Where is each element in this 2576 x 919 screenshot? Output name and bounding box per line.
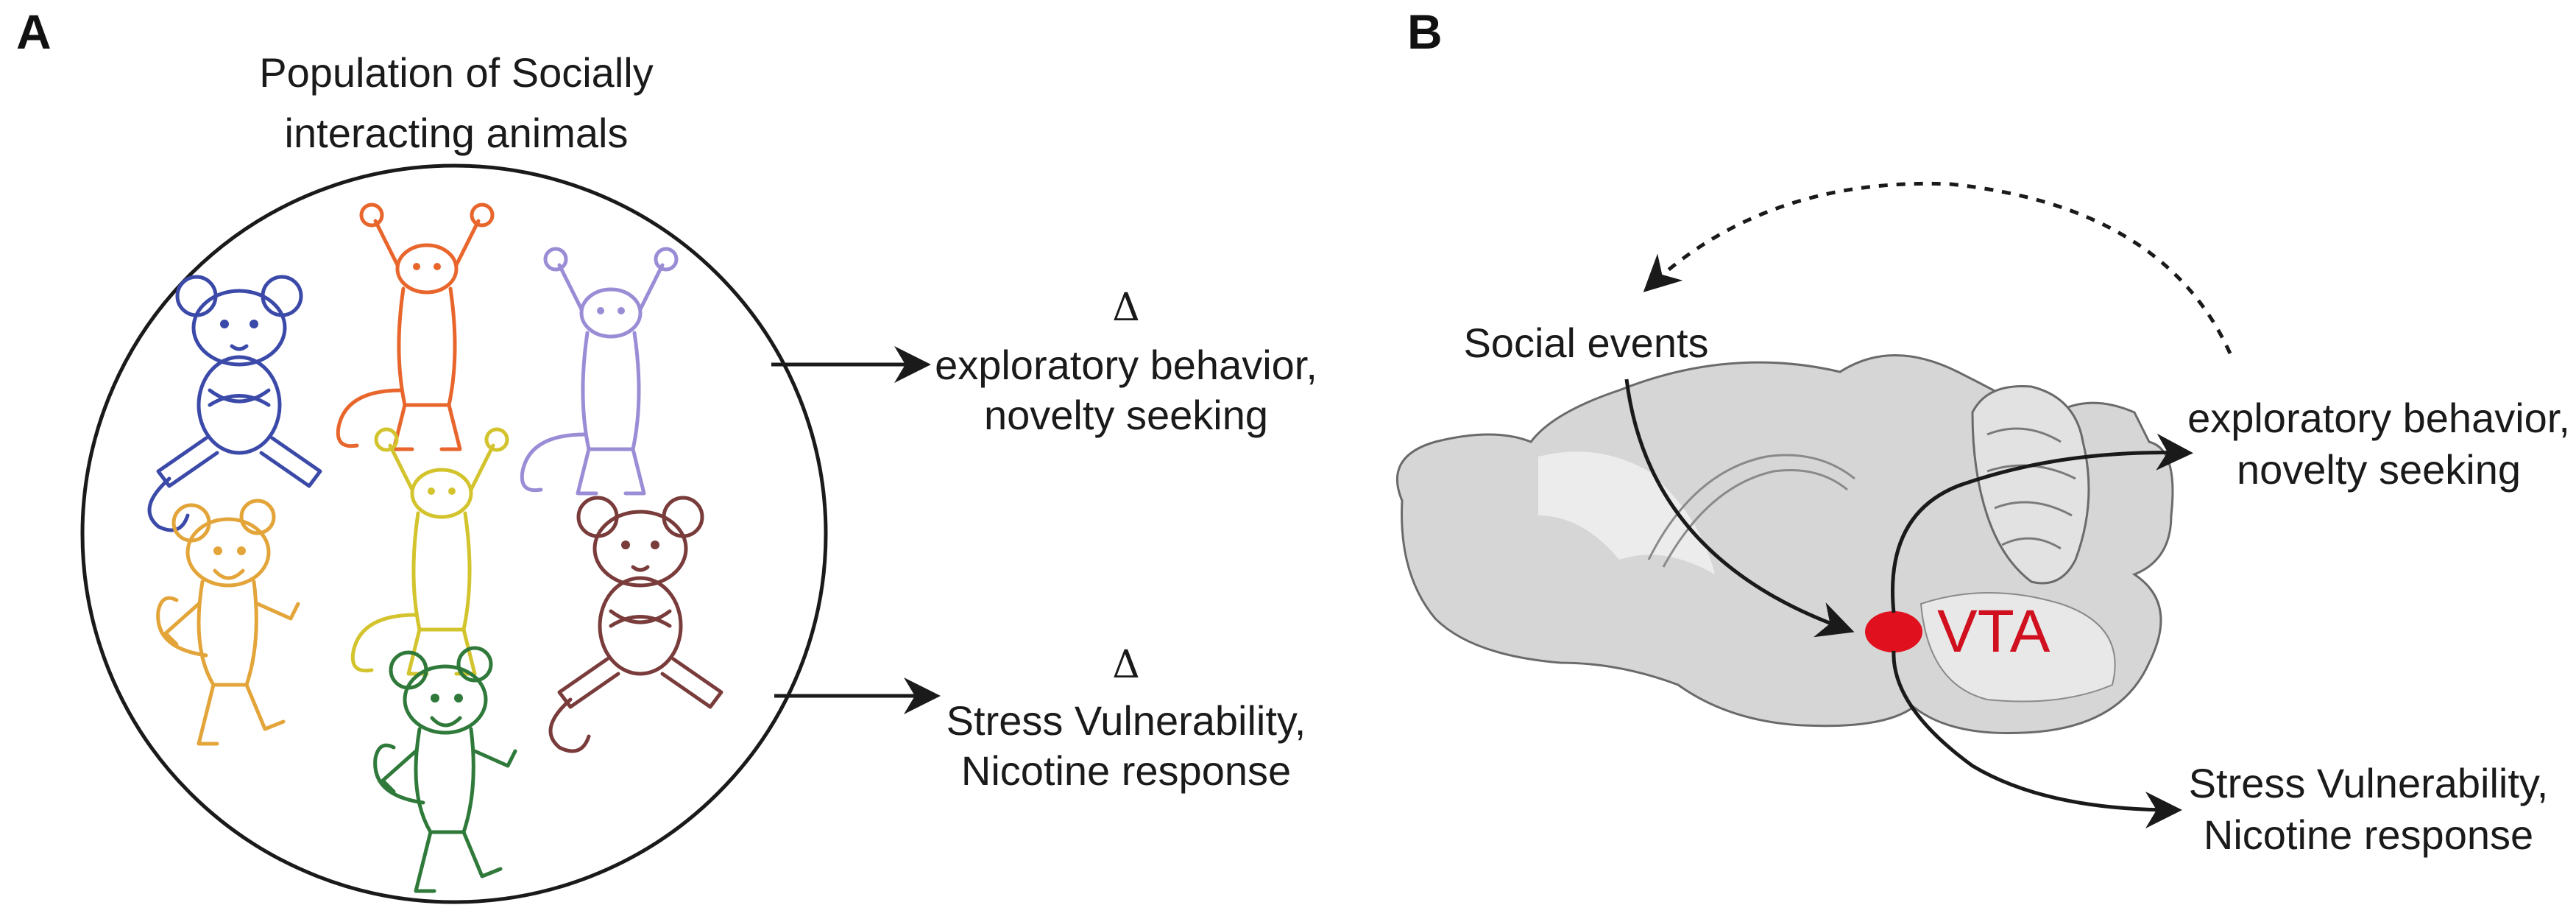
arrow-vta-to-exploratory xyxy=(1891,433,2193,613)
vta-marker xyxy=(1865,611,1922,652)
panel-letter-b: B xyxy=(1407,4,1443,59)
panel-b: B VTA Social events exploratory behavior… xyxy=(1395,4,2570,858)
brain-sagittal-section xyxy=(1395,354,2174,735)
stress-label-b-line2: Nicotine response xyxy=(2204,811,2533,858)
population-title-line2: interacting animals xyxy=(285,110,629,156)
exploratory-label-a-line1: exploratory behavior, xyxy=(935,342,1317,388)
mouse-amber xyxy=(158,501,298,744)
delta-symbol-bottom: Δ xyxy=(1112,643,1140,687)
panel-letter-a: A xyxy=(16,4,52,59)
exploratory-label-b-line1: exploratory behavior, xyxy=(2187,395,2570,441)
hippocampus-curve-outer xyxy=(1647,454,1855,560)
mouse-lavender xyxy=(522,249,676,493)
arrow-social-to-vta xyxy=(1624,378,1855,638)
mouse-green xyxy=(375,648,515,891)
stress-label-a-line1: Stress Vulnerability, xyxy=(946,697,1306,744)
mouse-yellow xyxy=(353,429,507,674)
population-circle xyxy=(80,163,828,904)
stress-label-a-line2: Nicotine response xyxy=(961,747,1291,794)
mouse-brown xyxy=(551,498,721,751)
cerebellum xyxy=(1971,384,2090,585)
mouse-orange xyxy=(338,205,492,449)
delta-symbol-top: Δ xyxy=(1112,286,1140,330)
panel-a: A Population of Socially interacting ani… xyxy=(16,4,1317,904)
vta-label: VTA xyxy=(1937,598,2050,665)
brainstem-region xyxy=(1919,592,2116,703)
cortex-highlight xyxy=(1538,451,1715,574)
exploratory-label-b-line2: novelty seeking xyxy=(2237,446,2521,493)
arrow-vta-to-stress xyxy=(1892,650,2182,828)
population-title-line1: Population of Socially xyxy=(259,49,653,96)
mouse-blue xyxy=(149,277,320,530)
exploratory-label-a-line2: novelty seeking xyxy=(984,392,1268,438)
social-events-label: Social events xyxy=(1463,320,1708,366)
stress-label-b-line1: Stress Vulnerability, xyxy=(2189,760,2549,806)
feedback-arrow-dashed xyxy=(1643,181,2232,355)
